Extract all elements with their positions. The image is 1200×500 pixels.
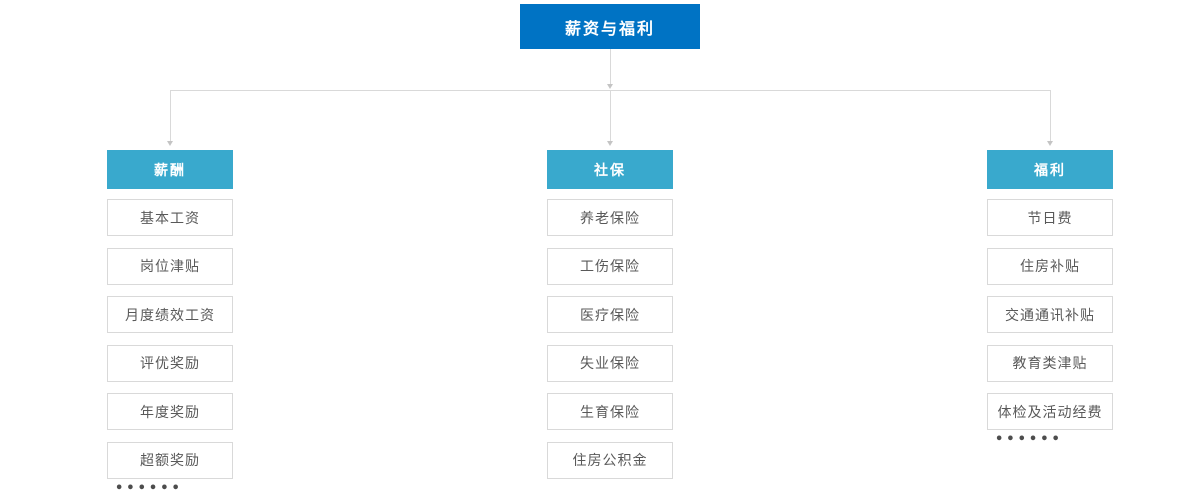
column-header-social-insurance: 社保	[547, 150, 673, 189]
column-social-insurance: 社保 养老保险 工伤保险 医疗保险 失业保险 生育保险 住房公积金	[547, 150, 673, 479]
node-item: 养老保险	[547, 199, 673, 236]
column-header-benefits: 福利	[987, 150, 1113, 189]
arrow-down-icon	[607, 84, 613, 89]
node-item: 住房公积金	[547, 441, 673, 479]
node-item: 基本工资	[107, 199, 233, 236]
node-item: 年度奖励	[107, 393, 233, 430]
node-item: 工伤保险	[547, 247, 673, 285]
column-salary: 薪酬 基本工资 岗位津贴 月度绩效工资 评优奖励 年度奖励 超额奖励 •••••…	[107, 150, 233, 496]
column-benefits: 福利 节日费 住房补贴 交通通讯补贴 教育类津贴 体检及活动经费 ••••••	[987, 150, 1113, 447]
ellipsis: ••••••	[995, 432, 1063, 447]
node-item: 生育保险	[547, 393, 673, 430]
connector-horizontal	[170, 90, 1051, 91]
node-item: 节日费	[987, 199, 1113, 236]
node-item: 岗位津贴	[107, 247, 233, 285]
arrow-down-icon	[1047, 141, 1053, 146]
node-item: 医疗保险	[547, 296, 673, 333]
node-item: 月度绩效工资	[107, 296, 233, 333]
node-item: 评优奖励	[107, 344, 233, 382]
root-node: 薪资与福利	[520, 4, 700, 49]
node-item: 失业保险	[547, 344, 673, 382]
column-header-salary: 薪酬	[107, 150, 233, 189]
arrow-down-icon	[607, 141, 613, 146]
connector-root-vertical	[610, 49, 611, 86]
arrow-down-icon	[167, 141, 173, 146]
node-item: 住房补贴	[987, 247, 1113, 285]
node-item: 超额奖励	[107, 441, 233, 479]
node-item: 交通通讯补贴	[987, 296, 1113, 333]
node-item: 体检及活动经费	[987, 393, 1113, 430]
connector-right-vertical	[1050, 90, 1051, 142]
connector-middle-vertical	[610, 91, 611, 142]
connector-left-vertical	[170, 90, 171, 142]
ellipsis: ••••••	[115, 480, 183, 496]
node-item: 教育类津贴	[987, 344, 1113, 382]
